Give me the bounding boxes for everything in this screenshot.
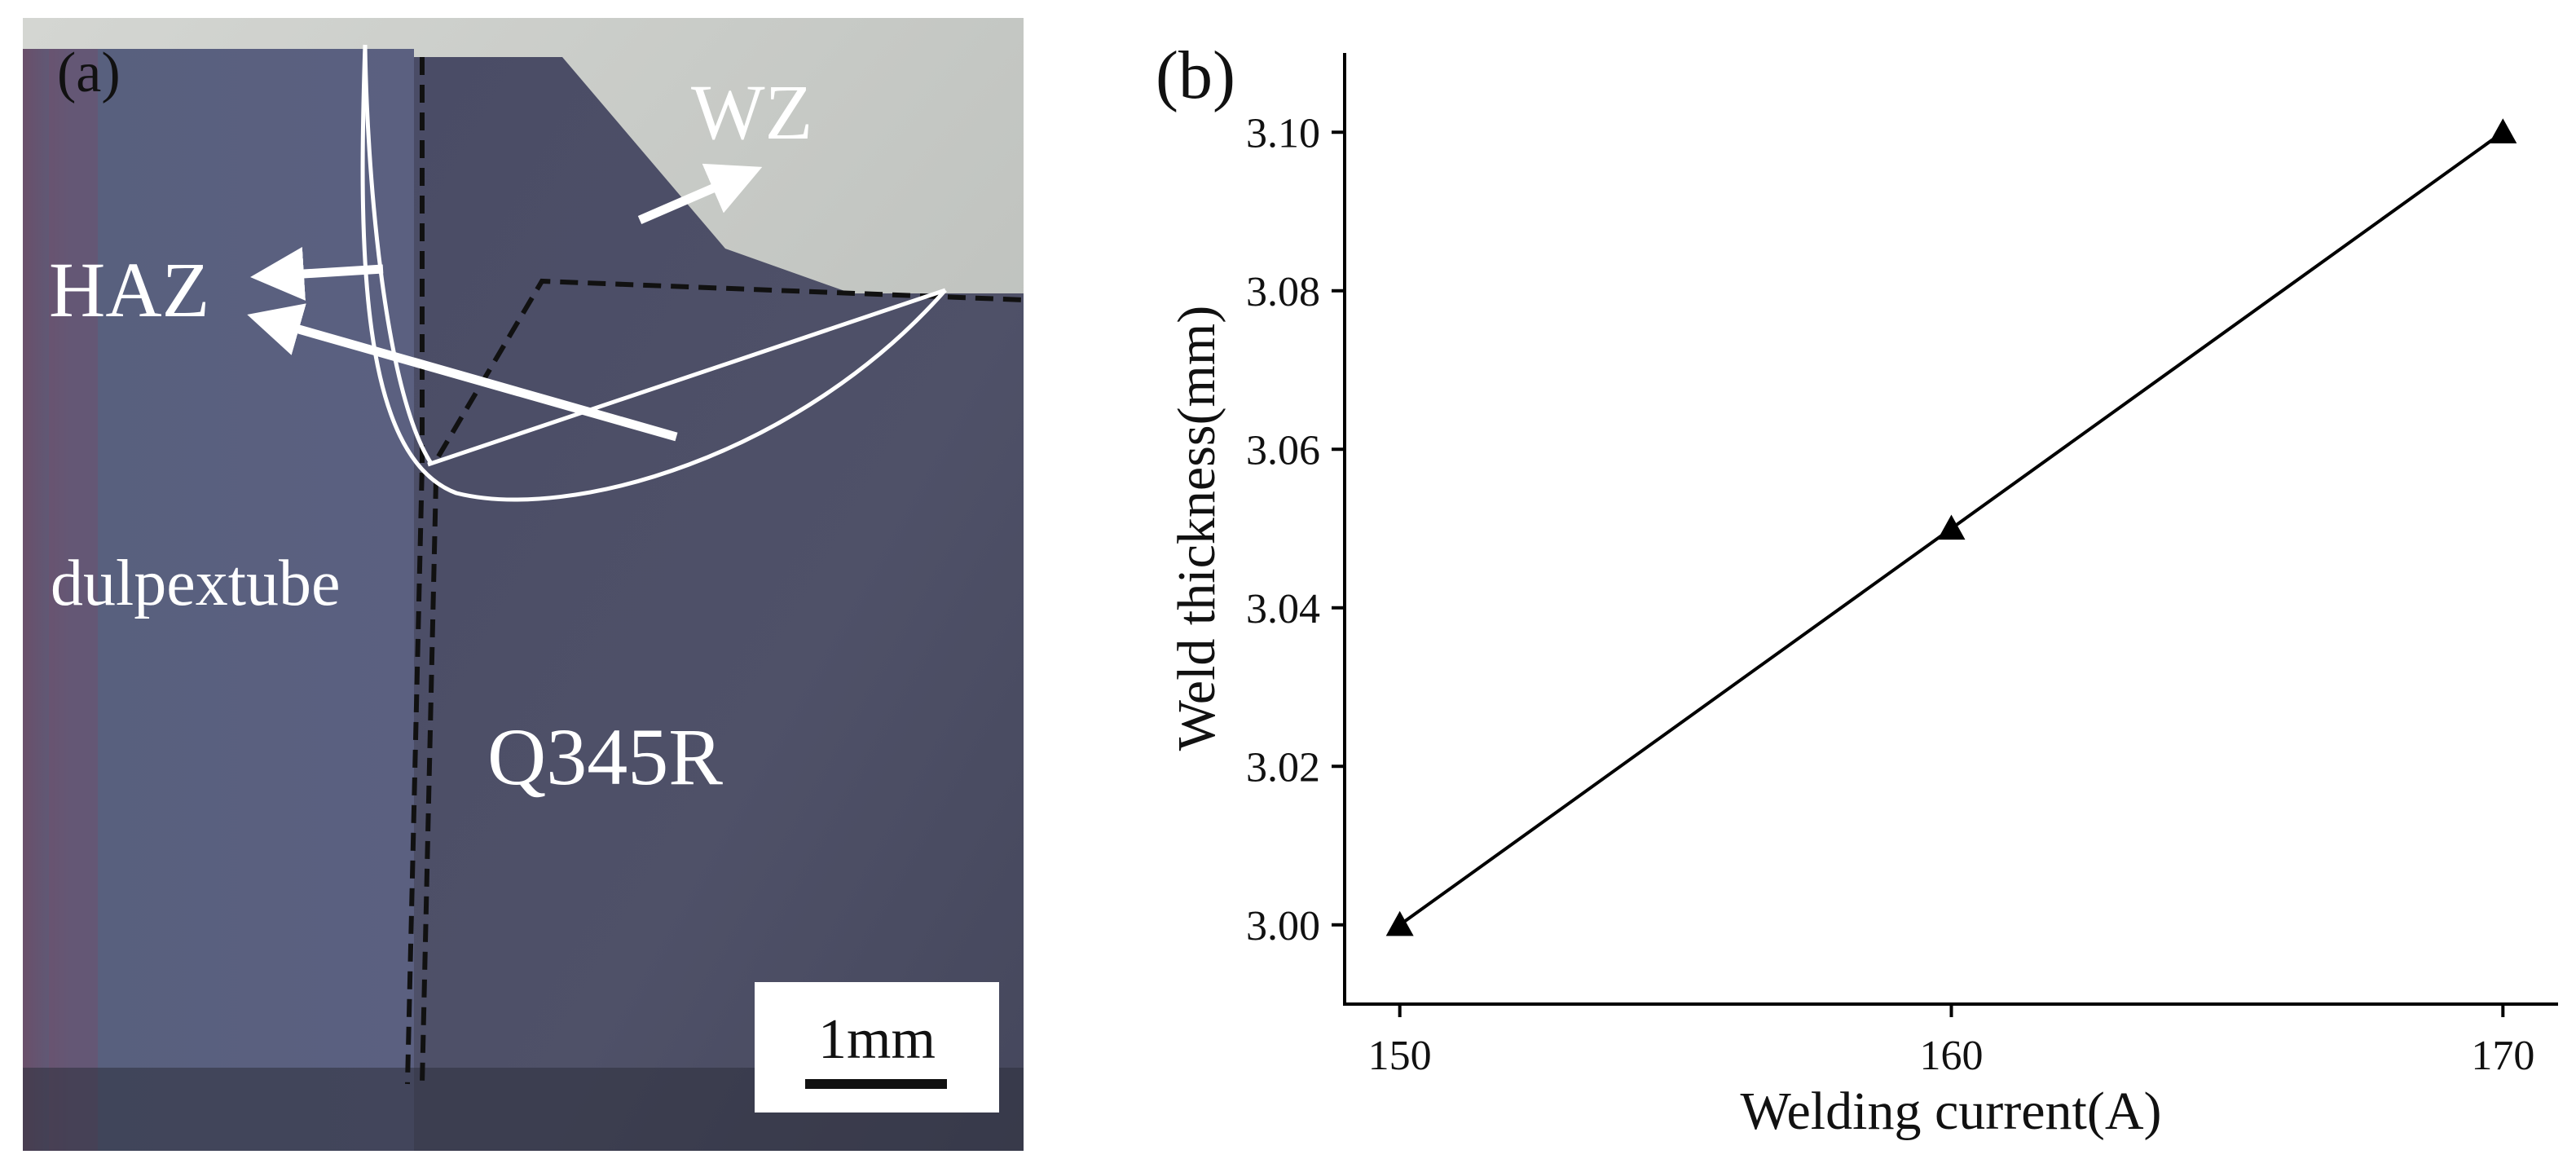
series-layer xyxy=(1385,118,2517,936)
q345r-plate xyxy=(407,57,1024,1151)
x-tick-label: 170 xyxy=(2471,1033,2534,1079)
tube-edge-stripe xyxy=(49,49,98,1151)
scale-bar: 1mm xyxy=(755,982,999,1113)
x-tick-label: 150 xyxy=(1368,1033,1432,1079)
groove-boundary-dashed xyxy=(436,278,1024,458)
y-tick-label: 3.06 xyxy=(1246,427,1320,474)
haz-label: HAZ xyxy=(49,246,209,333)
panel-a-label: (a) xyxy=(57,42,121,104)
q345r-label: Q345R xyxy=(487,712,723,802)
dulpextube-label: dulpextube xyxy=(51,548,340,619)
y-axis-title: Weld thickness(mm) xyxy=(1167,306,1226,751)
panel-b-label: (b) xyxy=(1156,37,1235,113)
y-tick-label: 3.08 xyxy=(1246,269,1320,315)
fusion-boundary-dashed xyxy=(405,57,425,1085)
data-point-marker xyxy=(1937,514,1966,540)
weld-zone-outline xyxy=(360,44,947,502)
wz-label: WZ xyxy=(691,68,812,156)
scale-bar-box xyxy=(755,982,999,1113)
fusion-boundary-dashed xyxy=(420,480,438,1085)
x-ticks: 150 160 170 xyxy=(1368,1004,2534,1079)
scale-bar-label: 1mm xyxy=(818,1008,936,1071)
arrow-haz-lower xyxy=(247,303,678,442)
arrow-wz xyxy=(637,163,763,225)
y-tick-label: 3.10 xyxy=(1246,110,1320,156)
weld-upper-boundary xyxy=(427,288,946,467)
arrow-haz-upper xyxy=(250,247,384,301)
panel-b-chart: (b) 150 160 170 3.00 3.02 3.04 3.06 3.08 3.10 W… xyxy=(1156,37,2558,1141)
y-tick-label: 3.02 xyxy=(1246,744,1320,791)
data-point-marker xyxy=(2489,118,2517,143)
x-axis-title: Welding current(A) xyxy=(1741,1082,2162,1141)
y-tick-label: 3.00 xyxy=(1246,903,1320,949)
panel-a-macrograph: (a) WZ HAZ dulpextube Q345R 1mm xyxy=(23,18,1024,1151)
y-tick-label: 3.04 xyxy=(1246,586,1320,632)
data-point-marker xyxy=(1385,910,1414,936)
y-ticks: 3.00 3.02 3.04 3.06 3.08 3.10 xyxy=(1246,110,1345,949)
x-tick-label: 160 xyxy=(1920,1033,1984,1079)
